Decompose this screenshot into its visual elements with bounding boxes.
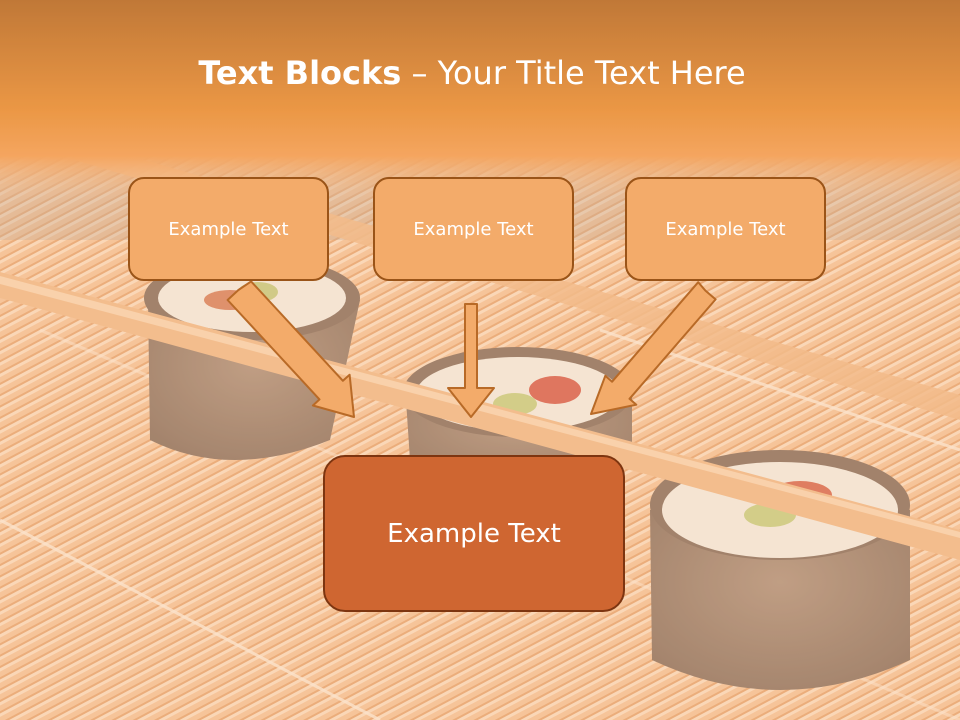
text-block-1-label: Example Text bbox=[168, 218, 289, 240]
target-text-block-label: Example Text bbox=[387, 518, 561, 549]
slide-title: Text Blocks – Your Title Text Here bbox=[0, 54, 944, 92]
target-text-block: Example Text bbox=[323, 455, 625, 612]
text-block-2-label: Example Text bbox=[413, 218, 534, 240]
arrow-middle bbox=[447, 303, 495, 418]
arrow-left bbox=[226, 280, 355, 418]
title-bold-part: Text Blocks bbox=[198, 54, 402, 92]
text-block-3-label: Example Text bbox=[665, 218, 786, 240]
text-block-1: Example Text bbox=[128, 177, 329, 281]
title-regular-part: – Your Title Text Here bbox=[401, 54, 746, 92]
text-block-2: Example Text bbox=[373, 177, 574, 281]
text-block-3: Example Text bbox=[625, 177, 826, 281]
header-band bbox=[0, 0, 960, 200]
arrow-right bbox=[590, 281, 717, 415]
